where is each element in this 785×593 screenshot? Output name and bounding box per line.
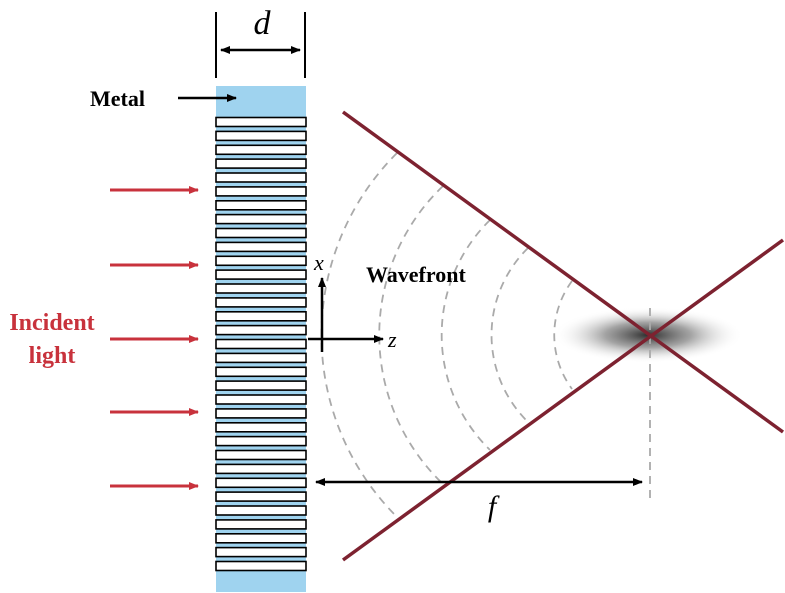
wavefronts	[320, 152, 573, 518]
metal-layer	[215, 491, 307, 502]
metal-label: Metal	[90, 86, 145, 111]
metal-layer	[215, 200, 307, 211]
metal-layer	[215, 144, 307, 156]
metal-layer	[215, 310, 307, 322]
converging-ray-lower	[341, 238, 785, 562]
metal-layer	[215, 130, 307, 142]
incident-light-label-line1: Incident	[9, 310, 94, 336]
incident-light-label-line2: light	[29, 343, 76, 369]
metal-layer	[215, 255, 307, 267]
metal-layer	[215, 408, 307, 419]
metal-layer	[215, 394, 307, 405]
metal-layer	[215, 172, 307, 183]
metal-layer	[215, 158, 307, 169]
metal-layer	[215, 186, 307, 197]
wavefront-arc	[320, 152, 398, 518]
metal-layers	[215, 116, 307, 572]
thickness-label: d	[254, 5, 272, 42]
metal-layer	[215, 324, 307, 336]
metal-layer	[215, 421, 307, 433]
metal-layer	[215, 213, 307, 225]
wavefront-arc	[440, 219, 491, 451]
metal-layer	[215, 505, 307, 516]
metal-layer	[215, 435, 307, 447]
metal-layer	[215, 463, 307, 475]
metal-layer	[215, 449, 307, 461]
metal-layer	[215, 477, 307, 489]
wavefront-label: Wavefront	[366, 262, 466, 287]
metal-layer	[215, 532, 307, 544]
wavefront-arc	[553, 280, 573, 390]
z-axis-label: z	[387, 327, 397, 352]
metal-layer	[215, 297, 307, 308]
incident-arrows	[110, 186, 199, 490]
metal-layer	[215, 366, 307, 378]
metal-layer	[215, 283, 307, 294]
metal-layer	[215, 560, 307, 572]
metal-layer	[215, 338, 307, 350]
x-axis-label: x	[313, 250, 324, 275]
metal-layer	[215, 227, 307, 239]
metal-layer	[215, 269, 307, 280]
wavefront-arc	[490, 247, 529, 423]
metal-layer	[215, 241, 307, 253]
metal-layer	[215, 546, 307, 558]
metal-layer	[215, 116, 307, 128]
focal-length-label: f	[488, 490, 500, 523]
metal-layer	[215, 380, 307, 391]
metal-layer	[215, 352, 307, 364]
metal-layer	[215, 519, 307, 530]
converging-ray-upper	[341, 110, 785, 434]
wavefront-arc	[378, 185, 444, 485]
